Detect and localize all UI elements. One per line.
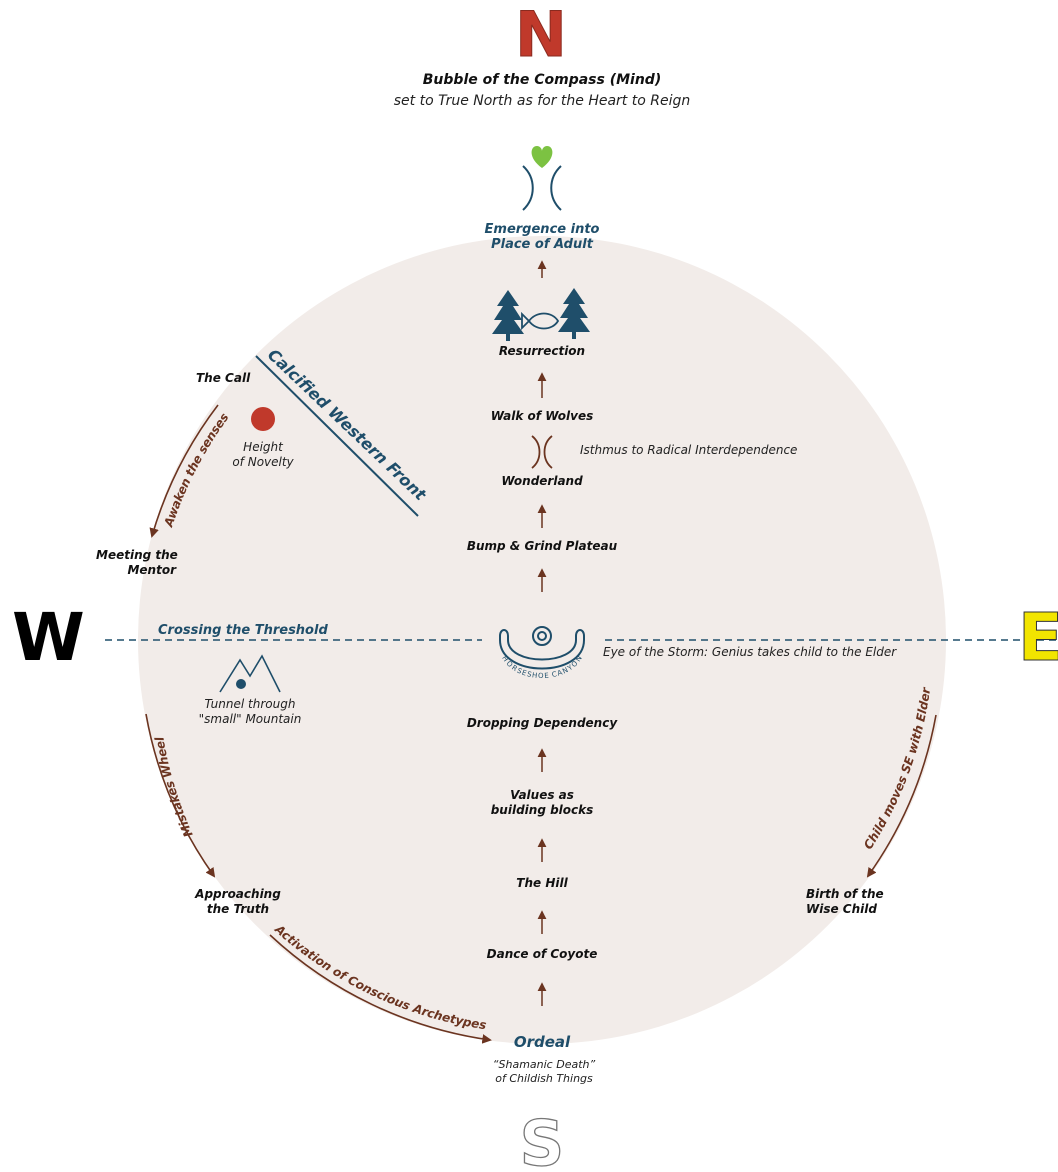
- tunnel-label: Tunnel through "small" Mountain: [198, 697, 302, 726]
- isthmus-label: Isthmus to Radical Interdependence: [580, 443, 798, 457]
- the-call-label: The Call: [196, 371, 251, 385]
- birth-wise-child-label: Birth of the Wise Child: [806, 887, 884, 916]
- novelty-dot: [251, 407, 275, 431]
- dropping-dependency-label: Dropping Dependency: [466, 716, 618, 730]
- mistakes-arc: [145, 713, 216, 878]
- header-subtitle: set to True North as for the Heart to Re…: [393, 93, 691, 109]
- meeting-mentor-label: Meeting the Mentor: [96, 548, 178, 577]
- bump-grind-label: Bump & Grind Plateau: [466, 539, 618, 553]
- awaken-arc: [149, 404, 219, 538]
- emergence-label: Emergence into Place of Adult: [484, 222, 600, 252]
- ordeal-label: Ordeal: [513, 1033, 571, 1051]
- pine-tree-icon: [492, 290, 524, 341]
- trees-fish-icon: [492, 288, 590, 341]
- resurrection-label: Resurrection: [498, 344, 586, 358]
- fish-icon: [521, 311, 560, 331]
- outer-arrows: [145, 404, 937, 1044]
- pine-tree-icon: [558, 288, 590, 339]
- walk-of-wolves-label: Walk of Wolves: [490, 409, 594, 423]
- east-letter: E: [1017, 599, 1058, 677]
- heart-isthmus-icon: [522, 146, 562, 211]
- eye-of-storm-label: Eye of the Storm: Genius takes child to …: [603, 645, 897, 659]
- north-letter: N: [515, 0, 568, 71]
- shamanic-label: “Shamanic Death” of Childish Things: [492, 1058, 596, 1085]
- values-label: Values as building blocks: [490, 788, 594, 817]
- dance-of-coyote-label: Dance of Coyote: [486, 947, 598, 961]
- activation-arc: [269, 934, 492, 1044]
- height-novelty-label: Height of Novelty: [232, 440, 294, 469]
- crossing-threshold-label: Crossing the Threshold: [158, 623, 328, 638]
- west-letter: W: [12, 599, 85, 676]
- header-title: Bubble of the Compass (Mind): [422, 72, 662, 88]
- approaching-truth-label: Approaching the Truth: [195, 887, 281, 916]
- calcified-front-line: [255, 355, 419, 517]
- heart-icon: [531, 146, 553, 168]
- the-hill-label: The Hill: [516, 876, 568, 890]
- mountain-icon: [219, 654, 281, 693]
- wonderland-label: Wonderland: [501, 474, 583, 488]
- south-letter: S: [520, 1107, 565, 1172]
- spiral-icon: [532, 626, 552, 646]
- child-arc: [866, 714, 937, 878]
- isthmus-icon: [531, 435, 553, 469]
